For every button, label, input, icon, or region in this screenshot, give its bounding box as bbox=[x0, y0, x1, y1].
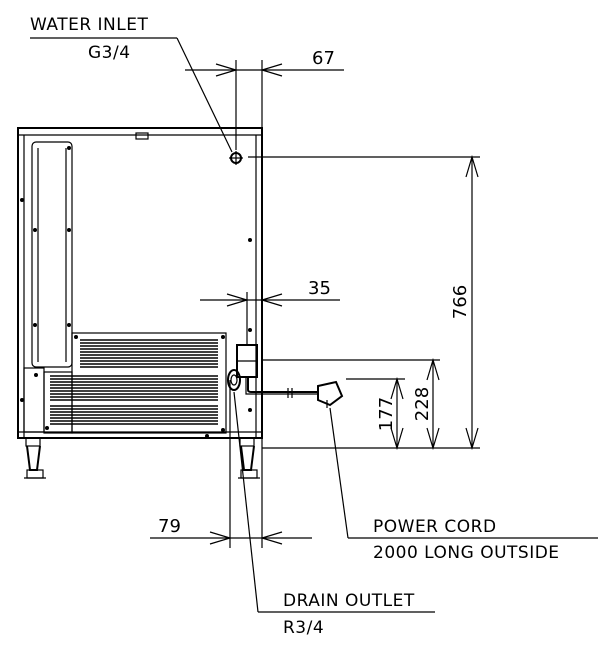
dim-cord-box-height: 228 bbox=[412, 387, 433, 421]
grille-slats bbox=[50, 339, 218, 425]
water-inlet-fitting bbox=[229, 151, 243, 165]
machine-body bbox=[17, 127, 263, 479]
dim-inlet-offset: 67 bbox=[312, 48, 335, 69]
foot-right bbox=[238, 437, 260, 479]
dim-inlet-height: 766 bbox=[450, 285, 471, 319]
top-latch bbox=[135, 132, 149, 140]
drain-fitting bbox=[227, 369, 241, 391]
dim-cord-offset: 35 bbox=[308, 278, 331, 299]
dimension-lines bbox=[30, 37, 598, 613]
arrowheads bbox=[209, 63, 479, 545]
dim-drain-offset: 79 bbox=[158, 516, 181, 537]
side-duct bbox=[31, 141, 73, 368]
power-cord bbox=[245, 377, 344, 408]
drain-outlet-spec: R3/4 bbox=[283, 618, 324, 638]
power-cord-spec: 2000 LONG OUTSIDE bbox=[373, 543, 560, 563]
foot-left bbox=[24, 437, 46, 479]
drain-outlet-label: DRAIN OUTLET bbox=[283, 591, 415, 611]
water-inlet-spec: G3/4 bbox=[88, 43, 131, 63]
dim-cord-height: 177 bbox=[376, 397, 397, 431]
plug bbox=[317, 380, 344, 407]
water-inlet-label: WATER INLET bbox=[30, 15, 148, 35]
power-cord-label: POWER CORD bbox=[373, 517, 497, 537]
